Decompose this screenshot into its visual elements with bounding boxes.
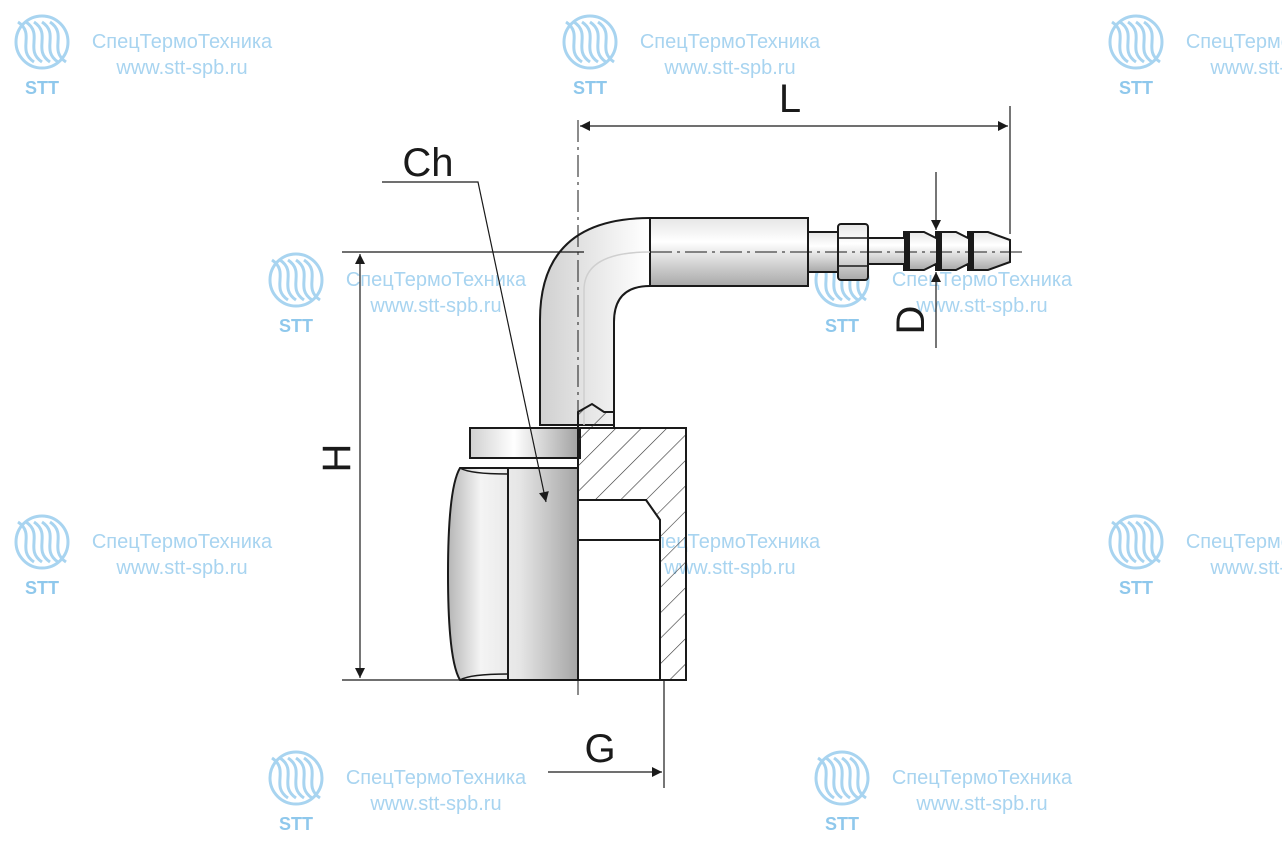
watermark-wave-icon	[1111, 520, 1129, 564]
watermark-url: www.stt-spb.ru	[369, 295, 501, 317]
watermark-abbr: STT	[825, 814, 859, 834]
watermark-url: www.stt-spb.ru	[1209, 557, 1282, 579]
watermark-wave-icon	[817, 756, 835, 800]
watermark-wave-icon	[271, 756, 289, 800]
watermark-wave-icon	[287, 258, 305, 302]
barbed-nipple	[867, 231, 1011, 271]
watermark-circle-icon	[1108, 514, 1164, 570]
dimension-label-l: L	[779, 77, 801, 121]
watermark-wave-icon	[573, 20, 591, 64]
watermark-wave-icon	[849, 756, 867, 800]
watermark-wave-icon	[1135, 20, 1153, 64]
watermark-url: www.stt-spb.ru	[663, 57, 795, 79]
watermark-wave-icon	[303, 258, 321, 302]
watermark-wave-icon	[17, 20, 35, 64]
watermark-wave-icon	[597, 20, 615, 64]
watermark-abbr: STT	[25, 78, 59, 98]
watermark-company: СпецТермоТехника	[640, 31, 821, 53]
dimension-label-g: G	[584, 727, 615, 771]
dimension-label-ch: Ch	[402, 141, 453, 185]
watermark-company: СпецТермоТехника	[892, 269, 1073, 291]
watermark-wave-icon	[279, 258, 297, 302]
watermark-logo: STT СпецТермоТехника www.stt-spb.ru	[562, 14, 821, 98]
watermark-wave-icon	[1143, 520, 1161, 564]
watermark-wave-icon	[271, 258, 289, 302]
watermark-logo: STT СпецТермоТехника www.stt-spb.ru	[268, 750, 527, 834]
dimension-lines	[342, 106, 1011, 788]
watermark-logo: STT СпецТермоТехника www.stt-spb.ru	[14, 14, 273, 98]
watermark-company: СпецТермоТехника	[92, 31, 273, 53]
watermark-circle-icon	[268, 252, 324, 308]
watermark-abbr: STT	[279, 316, 313, 336]
watermark-circle-icon	[1108, 14, 1164, 70]
watermark-wave-icon	[841, 756, 859, 800]
watermark-company: СпецТермоТехника	[1186, 31, 1282, 53]
watermark-wave-icon	[287, 756, 305, 800]
watermark-wave-icon	[1143, 20, 1161, 64]
watermark-wave-icon	[833, 756, 851, 800]
watermark-company: СпецТермоТехника	[92, 531, 273, 553]
swivel-nut	[446, 402, 687, 681]
watermark-abbr: STT	[573, 78, 607, 98]
watermark-wave-icon	[1111, 20, 1129, 64]
center-lines	[577, 120, 1025, 695]
watermark-logo: STT СпецТермоТехника www.stt-spb.ru	[1108, 514, 1282, 598]
watermark-wave-icon	[41, 520, 59, 564]
watermark-wave-icon	[1119, 20, 1137, 64]
bent-tube	[539, 217, 809, 426]
watermark-layer: STTСпецТермоТехникаwww.stt-spb.ruSTTСпец…	[14, 14, 1282, 834]
watermark-abbr: STT	[25, 578, 59, 598]
watermark-wave-icon	[1135, 520, 1153, 564]
watermark-url: www.stt-spb.ru	[915, 793, 1047, 815]
watermark-abbr: STT	[825, 316, 859, 336]
dimension-labels: L Ch G H D	[315, 77, 933, 771]
watermark-circle-icon	[814, 750, 870, 806]
watermark-url: www.stt-spb.ru	[915, 295, 1047, 317]
watermark-wave-icon	[581, 20, 599, 64]
watermark-abbr: STT	[1119, 578, 1153, 598]
watermark-company: СпецТермоТехника	[892, 767, 1073, 789]
watermark-wave-icon	[295, 756, 313, 800]
dimension-label-d: D	[889, 306, 933, 335]
watermark-wave-icon	[565, 20, 583, 64]
watermark-url: www.stt-spb.ru	[369, 793, 501, 815]
watermark-wave-icon	[279, 756, 297, 800]
dimension-label-h: H	[315, 444, 359, 473]
watermark-wave-icon	[295, 258, 313, 302]
watermark-company: СпецТермоТехника	[346, 767, 527, 789]
watermark-wave-icon	[41, 20, 59, 64]
watermark-logo: STT СпецТермоТехника www.stt-spb.ru	[14, 514, 273, 598]
watermark-wave-icon	[1119, 520, 1137, 564]
watermark-wave-icon	[17, 520, 35, 564]
watermark-wave-icon	[25, 20, 43, 64]
watermark-abbr: STT	[279, 814, 313, 834]
watermark-wave-icon	[1127, 520, 1145, 564]
watermark-url: www.stt-spb.ru	[115, 557, 247, 579]
watermark-logo: STT СпецТермоТехника www.stt-spb.ru	[268, 252, 527, 336]
watermark-logo: STT СпецТермоТехника www.stt-spb.ru	[814, 750, 1073, 834]
watermark-logo: STT СпецТермоТехника www.stt-spb.ru	[1108, 14, 1282, 98]
watermark-circle-icon	[14, 514, 70, 570]
watermark-wave-icon	[33, 520, 51, 564]
watermark-wave-icon	[49, 520, 67, 564]
watermark-company: СпецТермоТехника	[1186, 531, 1282, 553]
watermark-url: www.stt-spb.ru	[663, 557, 795, 579]
watermark-url: www.stt-spb.ru	[1209, 57, 1282, 79]
watermark-wave-icon	[589, 20, 607, 64]
watermark-circle-icon	[268, 750, 324, 806]
watermark-wave-icon	[303, 756, 321, 800]
watermark-wave-icon	[33, 20, 51, 64]
watermark-wave-icon	[49, 20, 67, 64]
watermark-circle-icon	[14, 14, 70, 70]
watermark-url: www.stt-spb.ru	[115, 57, 247, 79]
watermark-company: СпецТермоТехника	[346, 269, 527, 291]
watermark-wave-icon	[1127, 20, 1145, 64]
watermark-wave-icon	[25, 520, 43, 564]
watermark-abbr: STT	[1119, 78, 1153, 98]
watermark-wave-icon	[825, 756, 843, 800]
watermark-circle-icon	[562, 14, 618, 70]
